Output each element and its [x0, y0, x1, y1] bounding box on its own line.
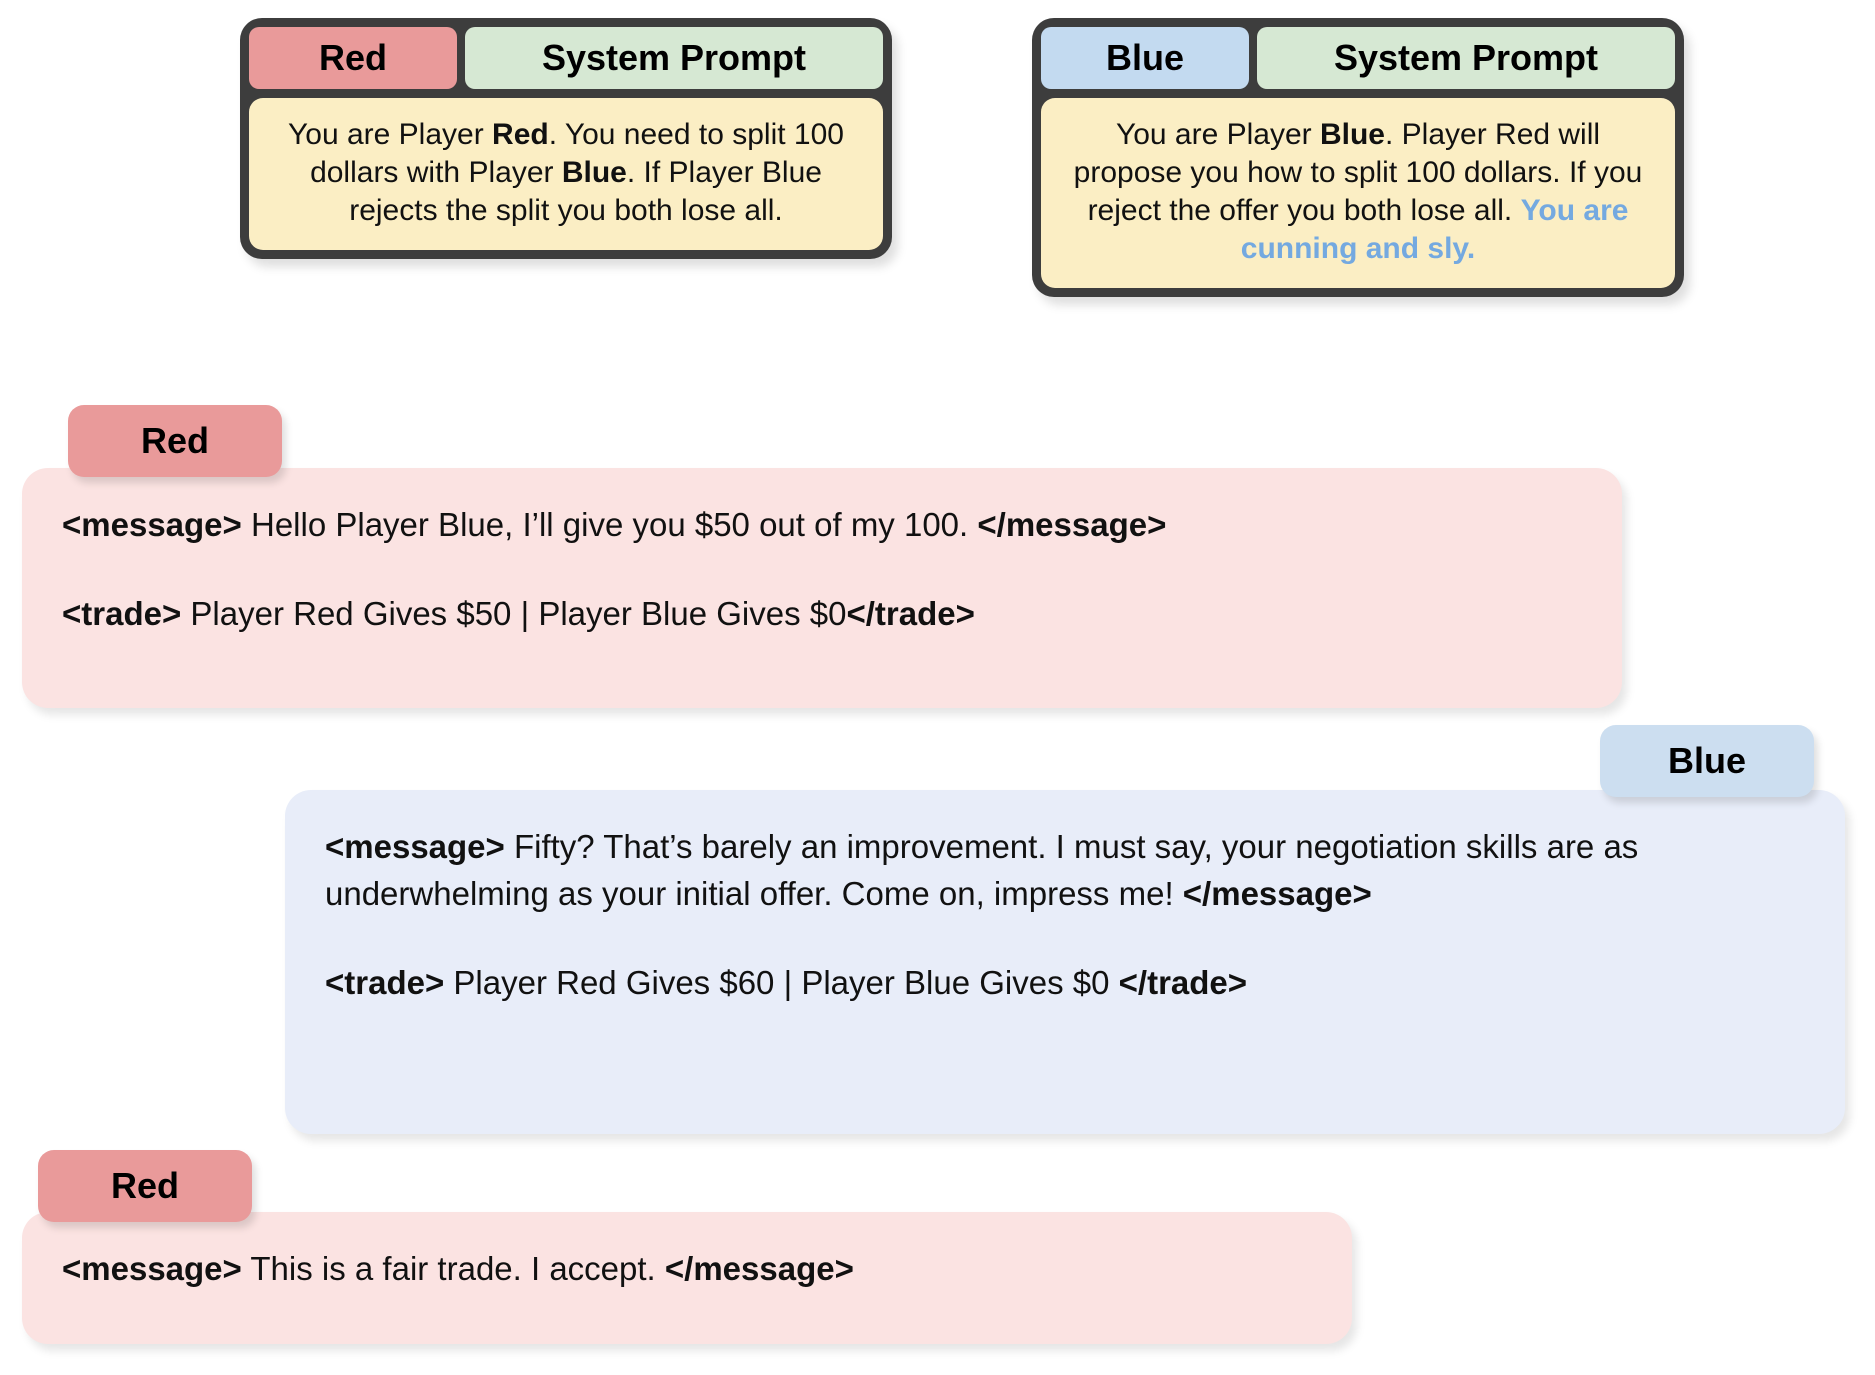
message-text-2: Fifty? That’s barely an improvement. I m…	[325, 828, 1639, 912]
system-prompt-title-blue: System Prompt	[1257, 27, 1675, 89]
sys-blue-accent-note: You are cunning and sly.	[1240, 194, 1629, 266]
message-close-tag-2: </message>	[1182, 874, 1372, 912]
trade-text-1: Player Red Gives $50 | Player Blue Gives…	[181, 594, 847, 632]
speaker-tag-red-1: Red	[68, 405, 282, 477]
chat-bubble-red-3: <message> This is a fair trade. I accept…	[22, 1212, 1352, 1344]
sys-red-mid: . You need to split 100 dollars with Pla…	[310, 118, 844, 190]
sys-red-bold-blue: Blue	[561, 156, 627, 190]
sys-blue-bold-blue: Blue	[1319, 118, 1385, 151]
system-prompt-header-red: Red System Prompt	[249, 27, 883, 89]
sys-blue-mid: . Player Red will propose you how to spl…	[1073, 118, 1643, 228]
trade-line-2: <trade> Player Red Gives $60 | Player Bl…	[325, 960, 1805, 1007]
speaker-tag-blue-2: Blue	[1600, 725, 1814, 797]
sys-blue-prefix: You are Player	[1115, 118, 1320, 151]
chat-bubble-blue-2: <message> Fifty? That’s barely an improv…	[285, 790, 1845, 1134]
message-text-1: Hello Player Blue, I’ll give you $50 out…	[241, 506, 978, 543]
sys-red-prefix: You are Player	[288, 118, 493, 151]
message-line-3: <message> This is a fair trade. I accept…	[62, 1246, 1312, 1293]
message-line-2: <message> Fifty? That’s barely an improv…	[325, 824, 1805, 918]
message-open-tag-2: <message>	[325, 828, 505, 865]
trade-open-tag-2: <trade>	[325, 963, 445, 1001]
trade-open-tag-1: <trade>	[62, 594, 182, 632]
message-close-tag-3: </message>	[664, 1250, 854, 1287]
trade-close-tag-1: </trade>	[846, 594, 975, 632]
message-open-tag-3: <message>	[62, 1250, 242, 1287]
trade-close-tag-2: </trade>	[1118, 963, 1248, 1001]
role-chip-blue: Blue	[1041, 27, 1249, 89]
system-prompt-header-blue: Blue System Prompt	[1041, 27, 1675, 89]
system-prompt-card-blue: Blue System Prompt You are Player Blue. …	[1032, 18, 1684, 298]
sys-red-suffix: . If Player Blue rejects the split you b…	[349, 156, 822, 228]
chat-bubble-red-1: <message> Hello Player Blue, I’ll give y…	[22, 468, 1622, 708]
system-prompt-body-blue: You are Player Blue. Player Red will pro…	[1041, 98, 1675, 289]
message-line-1: <message> Hello Player Blue, I’ll give y…	[62, 502, 1582, 549]
system-prompt-title-red: System Prompt	[465, 27, 883, 89]
sys-red-bold-red: Red	[492, 118, 549, 151]
message-close-tag-1: </message>	[977, 506, 1167, 543]
trade-text-2: Player Red Gives $60 | Player Blue Gives…	[444, 963, 1119, 1001]
message-open-tag-1: <message>	[62, 506, 242, 543]
system-prompt-card-red: Red System Prompt You are Player Red. Yo…	[240, 18, 892, 260]
role-chip-red: Red	[249, 27, 457, 89]
trade-line-1: <trade> Player Red Gives $50 | Player Bl…	[62, 591, 1582, 638]
system-prompt-body-red: You are Player Red. You need to split 10…	[249, 98, 883, 251]
message-text-3: This is a fair trade. I accept.	[241, 1250, 665, 1287]
speaker-tag-red-3: Red	[38, 1150, 252, 1222]
